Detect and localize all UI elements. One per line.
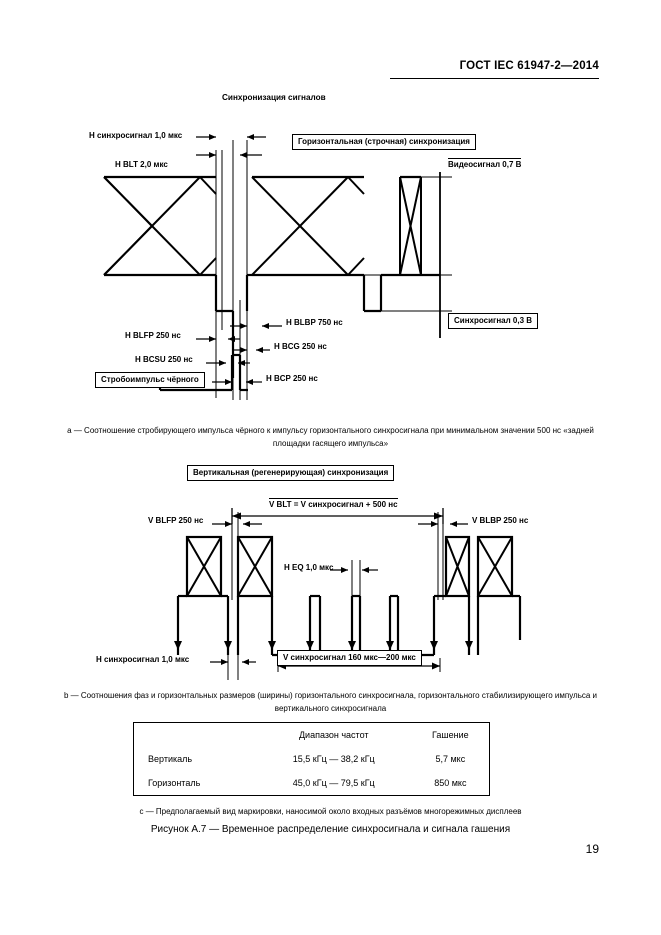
table-col-0 xyxy=(134,723,256,747)
table-row: Вертикаль 15,5 кГц — 38,2 кГц 5,7 мкс xyxy=(134,747,489,771)
table-col-1: Диапазон частот xyxy=(298,730,369,740)
label-h-sync-a: H синхросигнал 1,0 мкс xyxy=(89,131,183,140)
cell-vertical-blanking: 5,7 мкс xyxy=(435,754,466,764)
frequency-table: Диапазон частот Гашение Вертикаль 15,5 к… xyxy=(133,722,490,796)
table-header-row: Диапазон частот Гашение xyxy=(134,723,489,747)
label-h-sync-b: H синхросигнал 1,0 мкс xyxy=(96,655,190,664)
label-h-bcsu: H BCSU 250 нс xyxy=(135,355,193,364)
cell-horizontal-blanking: 850 мкс xyxy=(434,778,467,788)
label-h-blt: H BLT 2,0 мкс xyxy=(115,160,168,169)
label-h-bcg: H BCG 250 нс xyxy=(274,342,327,351)
label-sync-signal-level: Синхросигнал 0,3 В xyxy=(448,313,539,329)
label-h-blfp: H BLFP 250 нс xyxy=(125,331,181,340)
cell-horizontal-name: Горизонталь xyxy=(148,778,201,788)
label-h-eq: H EQ 1,0 мкс xyxy=(284,563,334,572)
label-h-bcp: H BCP 250 нс xyxy=(266,374,318,383)
label-v-blbp: V BLBP 250 нс xyxy=(472,516,529,525)
label-v-blt: V BLT = V синхросигнал + 500 нс xyxy=(269,498,398,509)
label-v-sync: V синхросигнал 160 мкс—200 мкс xyxy=(277,650,422,666)
page-header-standard: ГОСТ IEC 61947-2—2014 xyxy=(459,60,599,72)
table-col-2: Гашение xyxy=(432,730,469,740)
label-h-blbp: H BLBP 750 нс xyxy=(286,318,343,327)
figure-title: Рисунок А.7 — Временное распределение си… xyxy=(150,824,511,835)
cell-vertical-range: 15,5 кГц — 38,2 кГц xyxy=(292,754,375,764)
label-v-blfp: V BLFP 250 нс xyxy=(148,516,204,525)
label-black-strobe: Стробоимпульс чёрного xyxy=(95,372,205,388)
caption-a: a — Соотношение стробирующего импульса ч… xyxy=(67,426,594,448)
label-video-signal: Видеосигнал 0,7 В xyxy=(448,158,522,169)
page-number: 19 xyxy=(585,842,599,856)
cell-vertical-name: Вертикаль xyxy=(148,754,193,764)
caption-c: c — Предполагаемый вид маркировки, нанос… xyxy=(139,807,522,816)
caption-b: b — Соотношения фаз и горизонтальных раз… xyxy=(63,691,598,713)
label-vertical-sync-box: Вертикальная (регенерирующая) синхрониза… xyxy=(187,465,395,481)
cell-horizontal-range: 45,0 кГц — 79,5 кГц xyxy=(292,778,375,788)
figure-top-title: Синхронизация сигналов xyxy=(222,93,326,102)
table-row: Горизонталь 45,0 кГц — 79,5 кГц 850 мкс xyxy=(134,771,489,795)
label-horizontal-sync-box: Горизонтальная (строчная) синхронизация xyxy=(292,134,476,150)
header-rule xyxy=(390,78,599,79)
